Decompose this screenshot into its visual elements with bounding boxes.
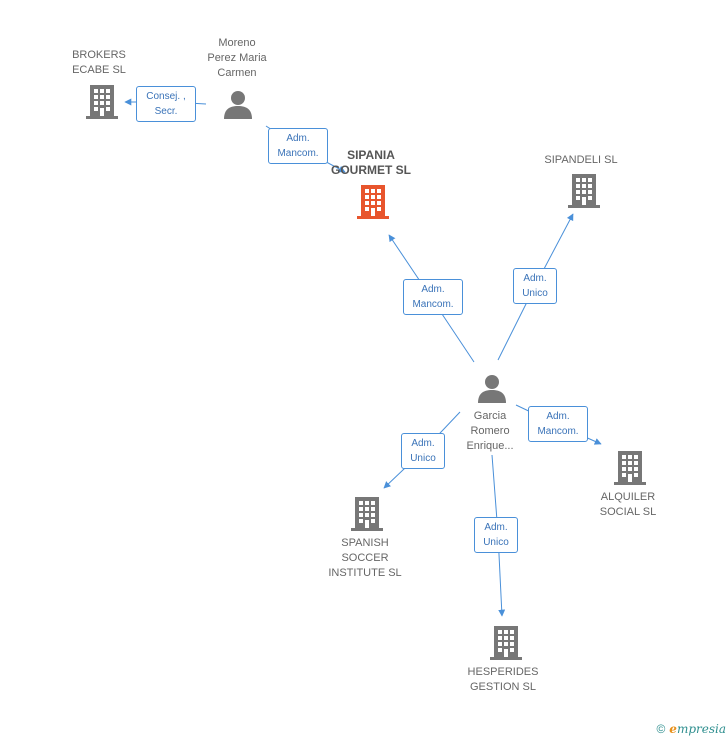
- edge-label-line: Mancom.: [412, 299, 454, 310]
- node-label-line: Romero: [470, 425, 510, 437]
- node-label-line: Enrique...: [466, 440, 514, 452]
- node-label-line: SOCCER: [341, 552, 389, 564]
- node-label-line: SOCIAL SL: [599, 506, 657, 518]
- edge-label-line: Unico: [483, 537, 509, 548]
- node-label-line: INSTITUTE SL: [328, 567, 402, 579]
- node-label-garcia-romero[interactable]: Garcia Romero Enrique...: [466, 409, 513, 454]
- building-icon[interactable]: [85, 84, 119, 120]
- edge-label-line: Adm.: [484, 522, 508, 533]
- edge-label-adm-mancom[interactable]: Adm. Mancom.: [403, 279, 463, 315]
- node-label-line: Moreno: [218, 37, 256, 49]
- edge-label-line: Mancom.: [277, 148, 319, 159]
- node-label-sipandeli[interactable]: SIPANDELI SL: [544, 153, 617, 168]
- node-label-hesperides-gestion[interactable]: HESPERIDES GESTION SL: [468, 665, 539, 695]
- logo-text: mpresia: [676, 722, 726, 736]
- node-label-line: Garcia: [473, 410, 507, 422]
- node-label-line: BROKERS: [72, 49, 126, 61]
- edge-label-adm-mancom[interactable]: Adm. Mancom.: [268, 128, 328, 164]
- edge-label-adm-unico[interactable]: Adm. Unico: [513, 268, 557, 304]
- building-icon[interactable]: [356, 184, 390, 220]
- edge-label-consej-secr[interactable]: Consej. , Secr.: [136, 86, 196, 122]
- building-icon[interactable]: [489, 625, 523, 661]
- building-icon[interactable]: [350, 496, 384, 532]
- copyright-icon: ©: [656, 722, 666, 736]
- edge-label-line: Mancom.: [537, 426, 579, 437]
- edge-label-line: Secr.: [154, 106, 178, 117]
- edge-label-adm-unico[interactable]: Adm. Unico: [474, 517, 518, 553]
- node-label-brokers-ecabe[interactable]: BROKERS ECABE SL: [72, 48, 126, 78]
- person-icon[interactable]: [222, 90, 254, 120]
- logo-initial: e: [669, 722, 677, 736]
- node-label-sipania-gourmet[interactable]: SIPANIA GOURMET SL: [331, 148, 411, 178]
- node-label-line: HESPERIDES: [467, 666, 539, 678]
- edge-label-line: Adm.: [523, 273, 547, 284]
- edge-label-line: Adm.: [546, 411, 570, 422]
- node-label-spanish-soccer[interactable]: SPANISH SOCCER INSTITUTE SL: [328, 536, 401, 581]
- edge-label-line: Adm.: [421, 284, 445, 295]
- empresia-logo[interactable]: empresia: [669, 722, 726, 736]
- node-label-line: SPANISH: [341, 537, 389, 549]
- node-label-line: Perez Maria: [207, 52, 267, 64]
- edge-label-line: Consej. ,: [146, 91, 186, 102]
- node-label-line: ALQUILER: [600, 491, 656, 503]
- building-icon[interactable]: [613, 450, 647, 486]
- edge-label-line: Adm.: [411, 438, 435, 449]
- edge-label-adm-unico[interactable]: Adm. Unico: [401, 433, 445, 469]
- node-label-line: GOURMET SL: [331, 163, 411, 177]
- node-label-moreno-perez[interactable]: Moreno Perez Maria Carmen: [207, 36, 266, 81]
- building-icon[interactable]: [567, 173, 601, 209]
- node-label-line: GESTION SL: [469, 681, 537, 693]
- node-label-line: Carmen: [217, 67, 257, 79]
- node-label-line: ECABE SL: [72, 64, 126, 76]
- footer-brand: © empresia: [656, 722, 726, 736]
- edge-label-line: Unico: [522, 288, 548, 299]
- node-label-alquiler-social[interactable]: ALQUILER SOCIAL SL: [600, 490, 656, 520]
- person-icon[interactable]: [476, 374, 508, 404]
- edge-label-line: Unico: [410, 453, 436, 464]
- node-label-line: SIPANDELI SL: [544, 154, 618, 166]
- edge-label-line: Adm.: [286, 133, 310, 144]
- edge-label-adm-mancom[interactable]: Adm. Mancom.: [528, 406, 588, 442]
- node-label-line: SIPANIA: [347, 148, 395, 162]
